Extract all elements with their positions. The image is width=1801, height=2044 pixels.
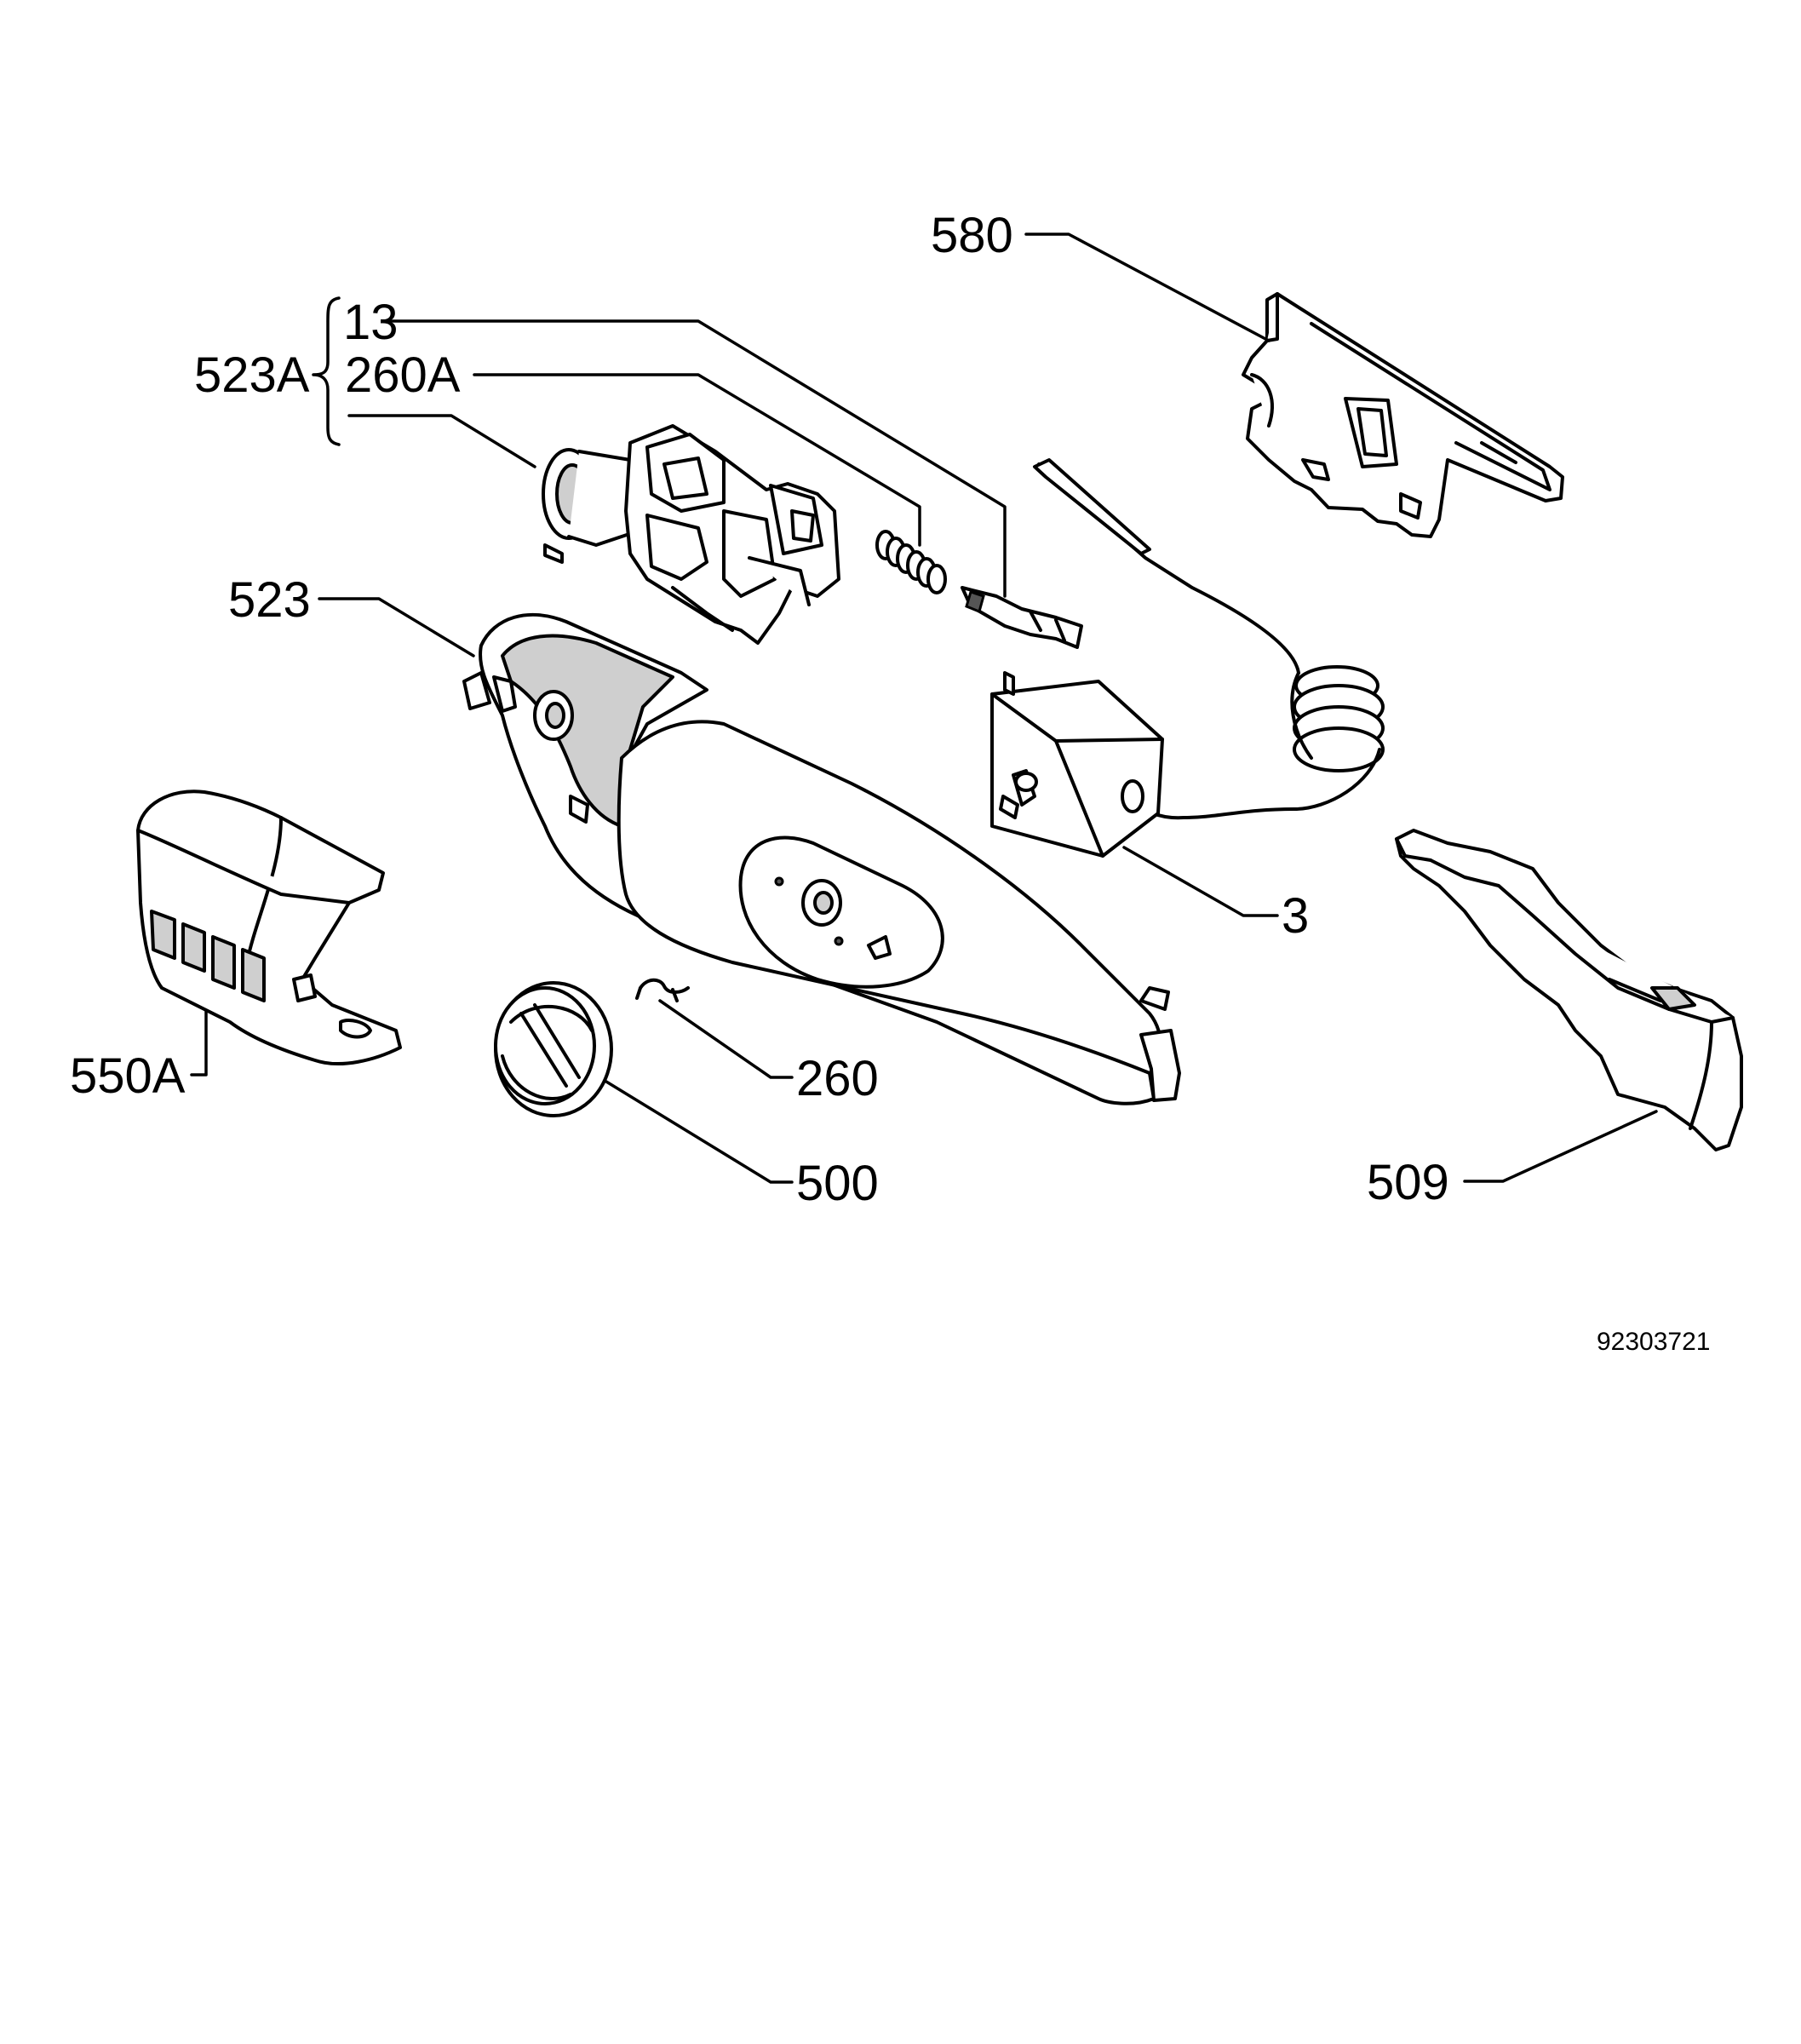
part-500-knob — [494, 981, 613, 1117]
label-13: 13 — [343, 295, 399, 350]
part-3-thermostat — [990, 458, 1385, 858]
leader-13 — [386, 319, 1007, 598]
label-260A: 260A — [345, 347, 461, 403]
label-523A: 523A — [194, 347, 310, 403]
leader-3 — [1122, 846, 1279, 917]
leader-580 — [1024, 233, 1270, 342]
part-509-handle — [1395, 829, 1743, 1151]
leader-260 — [658, 999, 794, 1079]
part-260-clip — [635, 978, 690, 1002]
label-523: 523 — [228, 572, 311, 628]
callout-labels: 580 13 260A 523A 523 3 550A 260 500 509 … — [70, 208, 1710, 1356]
leader-500 — [605, 1080, 794, 1184]
part-523A-switch-assembly — [542, 424, 840, 645]
label-509: 509 — [1367, 1155, 1449, 1210]
part-580-bracket — [1242, 292, 1564, 538]
part-550A-cover — [136, 789, 402, 1066]
part-260A-spring — [875, 530, 947, 594]
label-3: 3 — [1282, 888, 1309, 944]
label-500: 500 — [796, 1156, 879, 1211]
leader-509 — [1463, 1110, 1658, 1183]
brace-523A — [312, 296, 341, 446]
leader-550A — [190, 1009, 208, 1077]
label-260: 260 — [796, 1051, 879, 1106]
label-580: 580 — [931, 208, 1013, 263]
leader-523 — [318, 597, 475, 657]
label-550A: 550A — [70, 1048, 186, 1104]
leader-lines — [190, 233, 1658, 1184]
document-id: 92303721 — [1597, 1328, 1710, 1356]
leader-260A — [473, 373, 921, 547]
leader-523A-switch — [347, 414, 536, 468]
part-523-housing — [462, 612, 1181, 1105]
part-13-pin — [961, 586, 1083, 649]
